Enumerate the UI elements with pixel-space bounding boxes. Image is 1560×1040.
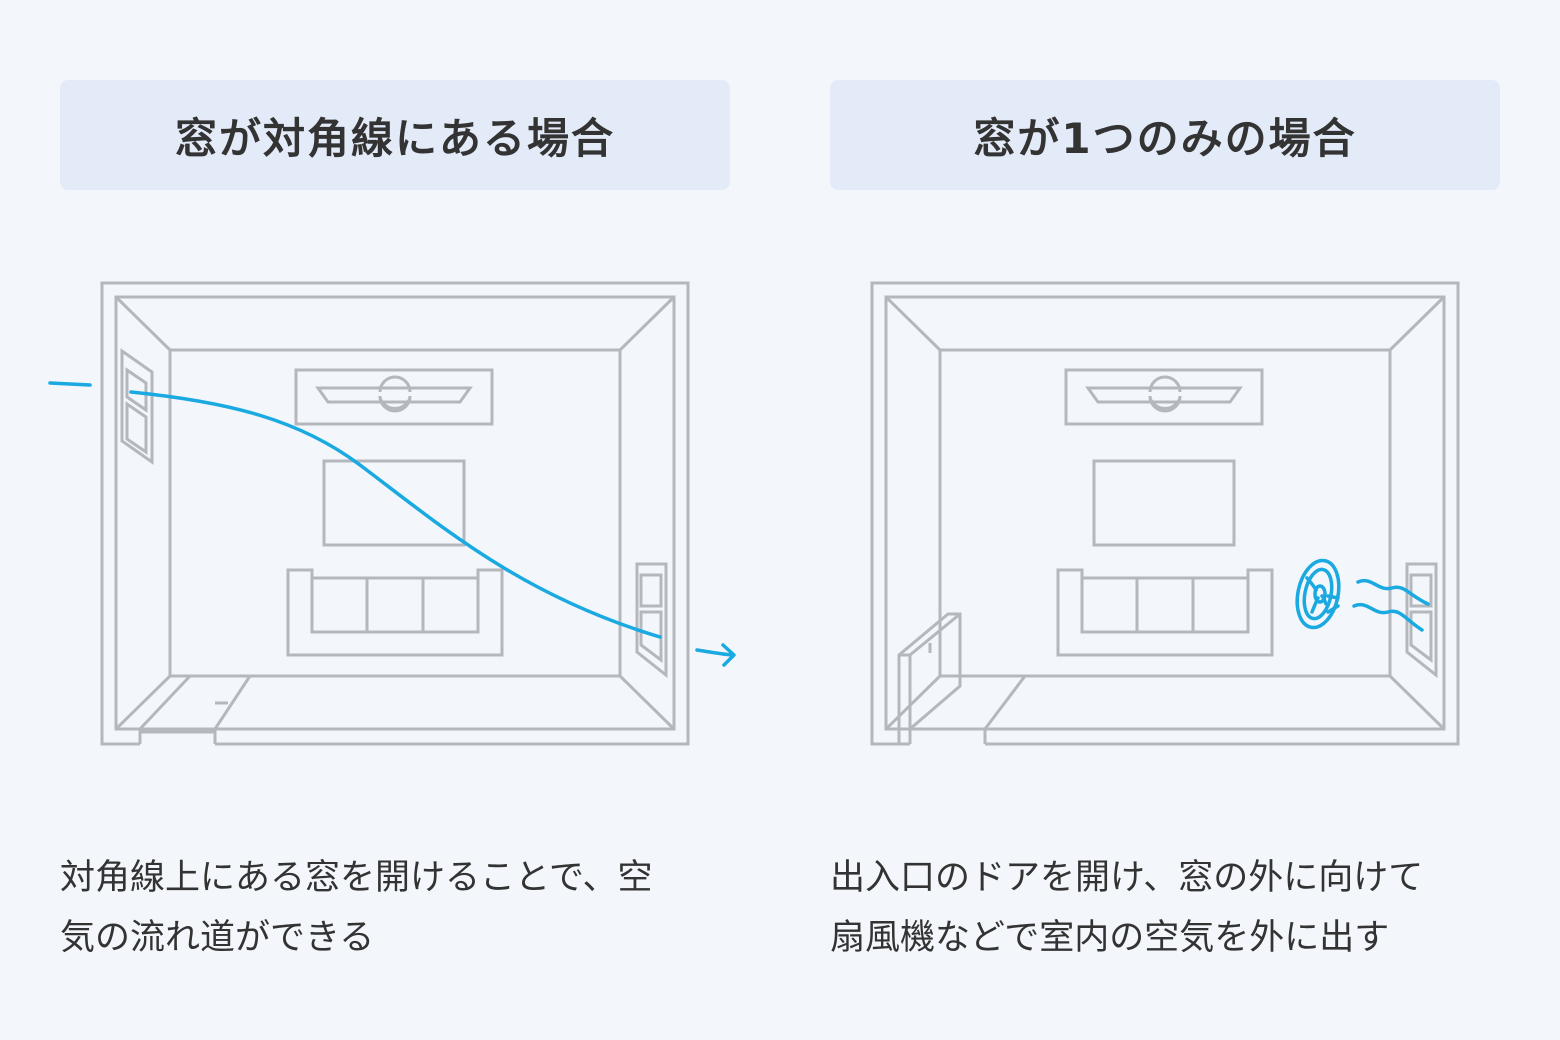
panel-title: 窓が対角線にある場合 <box>174 113 615 163</box>
table-icon <box>322 459 466 547</box>
caption-line-2: 気の流れ道ができる <box>60 918 375 958</box>
sofa-icon <box>286 568 504 657</box>
room-diagram-diagonal <box>48 281 736 746</box>
panel-single-window: 窓が1つのみの場合 <box>830 0 1500 1040</box>
caption: 対角線上にある窓を開けることで、空 気の流れ道ができる <box>60 848 730 968</box>
heading-box: 窓が対角線にある場合 <box>60 80 730 190</box>
caption-line-1: 対角線上にある窓を開けることで、空 <box>60 858 653 898</box>
air-conditioner-icon <box>294 368 494 426</box>
fan-icon <box>1295 558 1341 630</box>
caption-line-2: 扇風機などで室内の空気を外に出す <box>830 918 1390 958</box>
room-icon <box>100 281 690 746</box>
window-icon <box>1405 562 1438 679</box>
panel-diagonal-windows: 窓が対角線にある場合 <box>48 0 736 1040</box>
wind-icon <box>1352 578 1430 632</box>
heading-box: 窓が1つのみの場合 <box>830 80 1500 190</box>
caption-line-1: 出入口のドアを開け、窓の外に向けて <box>830 858 1424 898</box>
caption: 出入口のドアを開け、窓の外に向けて 扇風機などで室内の空気を外に出す <box>830 848 1500 968</box>
panel-title: 窓が1つのみの場合 <box>973 113 1357 163</box>
airflow-arrow-icon <box>48 381 736 667</box>
window-icon <box>120 348 154 465</box>
room-diagram-single <box>870 281 1460 746</box>
table-icon <box>1092 459 1236 547</box>
door-icon <box>897 612 962 744</box>
room-icon <box>870 281 1460 746</box>
sofa-icon <box>1056 568 1274 657</box>
air-conditioner-icon <box>1064 368 1264 426</box>
window-icon <box>635 562 668 679</box>
